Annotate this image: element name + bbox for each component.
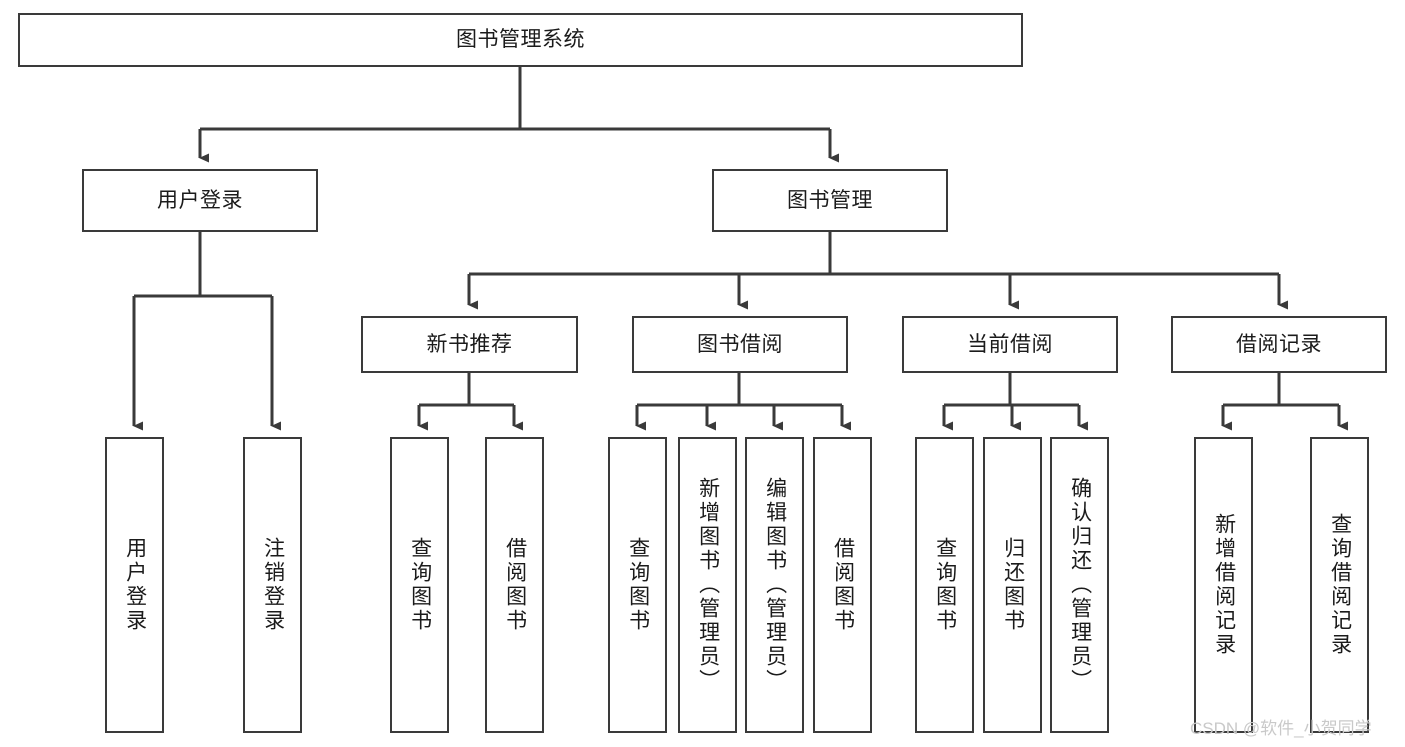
node-label: 图书管理系统 [456, 28, 585, 52]
csdn-watermark: CSDN @软件_小贺同学 [1190, 719, 1372, 738]
node-label: 用户登录 [123, 537, 147, 633]
node-leaf-query-record[interactable]: 查询借阅记录 [1310, 437, 1369, 733]
node-leaf-borrow-book-1[interactable]: 借阅图书 [485, 437, 544, 733]
node-label: 查询图书 [933, 537, 957, 633]
node-leaf-add-book[interactable]: 新增图书（管理员） [678, 437, 737, 733]
node-leaf-user-login[interactable]: 用户登录 [105, 437, 164, 733]
node-leaf-edit-book[interactable]: 编辑图书（管理员） [745, 437, 804, 733]
node-label: 注销登录 [261, 537, 285, 633]
node-label: 新书推荐 [426, 332, 513, 356]
node-leaf-logout-login[interactable]: 注销登录 [243, 437, 302, 733]
node-leaf-query-book-3[interactable]: 查询图书 [915, 437, 974, 733]
node-label: 用户登录 [157, 188, 243, 212]
node-leaf-confirm-return[interactable]: 确认归还（管理员） [1050, 437, 1109, 733]
node-label: 归还图书 [1001, 537, 1025, 633]
node-current-borrow[interactable]: 当前借阅 [902, 316, 1118, 373]
node-leaf-query-book-1[interactable]: 查询图书 [390, 437, 449, 733]
node-leaf-add-record[interactable]: 新增借阅记录 [1194, 437, 1253, 733]
node-label: 借阅记录 [1236, 332, 1322, 356]
node-label: 当前借阅 [967, 332, 1053, 356]
node-borrow-record[interactable]: 借阅记录 [1171, 316, 1387, 373]
node-label: 借阅图书 [503, 537, 527, 633]
node-leaf-borrow-book-2[interactable]: 借阅图书 [813, 437, 872, 733]
node-label: 确认归还（管理员） [1068, 477, 1092, 693]
node-label: 图书借阅 [697, 332, 783, 356]
node-label: 新增图书（管理员） [696, 477, 720, 693]
node-label: 查询图书 [408, 537, 432, 633]
node-label: 编辑图书（管理员） [763, 477, 787, 693]
node-label: 图书管理 [787, 188, 873, 212]
node-root-system[interactable]: 图书管理系统 [18, 13, 1023, 67]
node-label: 查询图书 [626, 537, 650, 633]
node-leaf-query-book-2[interactable]: 查询图书 [608, 437, 667, 733]
node-new-book-recommend[interactable]: 新书推荐 [361, 316, 578, 373]
node-user-login[interactable]: 用户登录 [82, 169, 318, 232]
node-leaf-return-book[interactable]: 归还图书 [983, 437, 1042, 733]
node-label: 借阅图书 [831, 537, 855, 633]
node-label: 查询借阅记录 [1328, 513, 1352, 657]
node-label: 新增借阅记录 [1212, 513, 1236, 657]
node-book-management[interactable]: 图书管理 [712, 169, 948, 232]
node-book-borrow[interactable]: 图书借阅 [632, 316, 848, 373]
